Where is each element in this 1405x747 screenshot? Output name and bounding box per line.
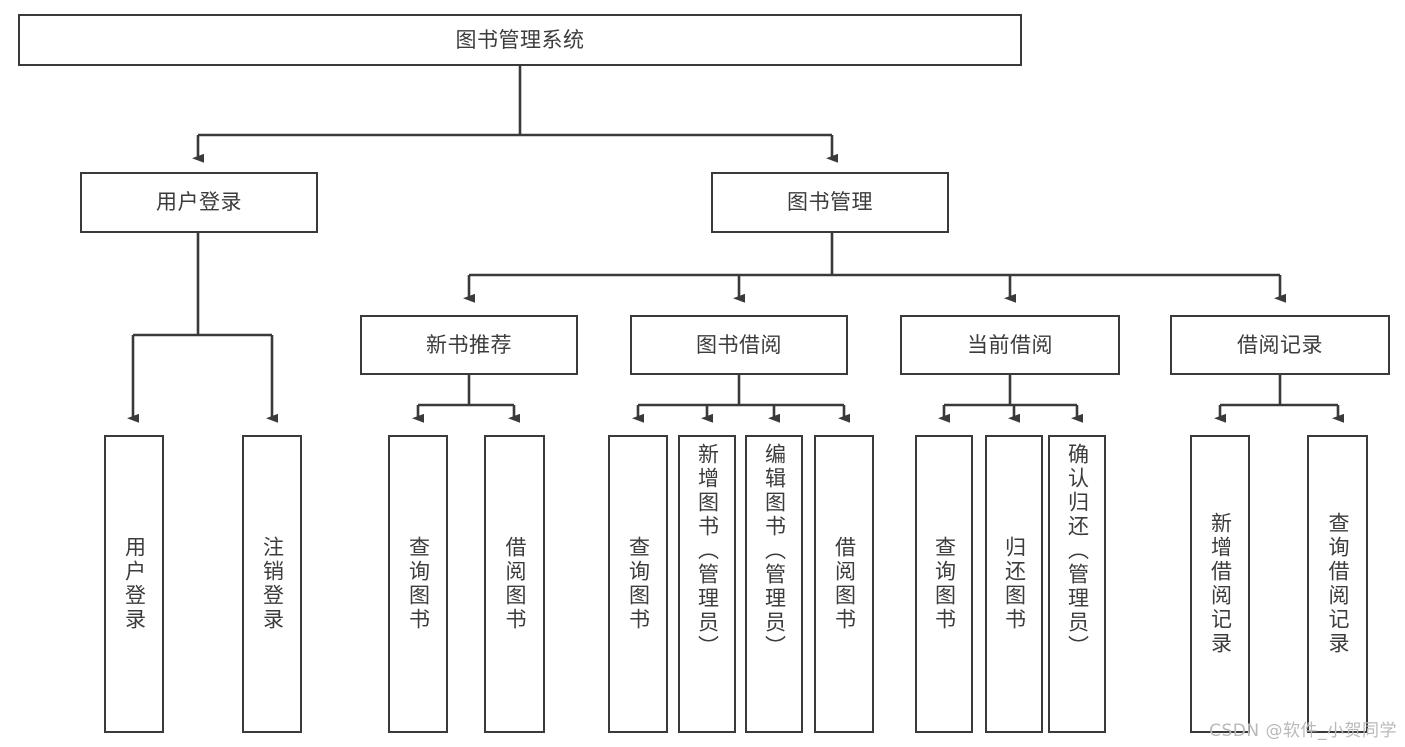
node-user-login[interactable]: 用户登录 [80, 172, 318, 233]
node-book-management[interactable]: 图书管理 [711, 172, 949, 233]
node-label: 用户登录 [156, 190, 242, 215]
node-label: 注销登录 [260, 536, 285, 632]
node-leaf-query-book-borrow[interactable]: 查询图书 [608, 435, 668, 733]
node-label: 用户登录 [122, 536, 147, 632]
node-leaf-edit-book-admin[interactable]: 编辑图书（管理员） [745, 435, 803, 733]
node-leaf-query-borrow-record[interactable]: 查询借阅记录 [1307, 435, 1368, 733]
node-label: 借阅图书 [832, 536, 857, 632]
node-borrow-record[interactable]: 借阅记录 [1170, 315, 1390, 375]
node-label: 新增借阅记录 [1208, 512, 1233, 656]
node-label: 图书管理系统 [455, 27, 585, 52]
node-leaf-confirm-return-admin[interactable]: 确认归还（管理员） [1048, 435, 1106, 733]
node-label: 编辑图书（管理员） [762, 443, 787, 659]
node-leaf-query-book-recommend[interactable]: 查询图书 [388, 435, 448, 733]
watermark: CSDN @软件_小贺同学 [1209, 721, 1397, 741]
node-book-borrow[interactable]: 图书借阅 [630, 315, 848, 375]
node-label: 新增图书（管理员） [695, 443, 720, 659]
node-label: 图书借阅 [696, 332, 782, 357]
node-leaf-borrow-book[interactable]: 借阅图书 [814, 435, 874, 733]
node-root-book-management-system[interactable]: 图书管理系统 [18, 14, 1022, 66]
node-leaf-return-book[interactable]: 归还图书 [985, 435, 1043, 733]
node-label: 新书推荐 [426, 332, 512, 357]
node-leaf-query-book-current[interactable]: 查询图书 [915, 435, 973, 733]
node-leaf-user-login[interactable]: 用户登录 [104, 435, 164, 733]
node-label: 查询借阅记录 [1326, 512, 1350, 656]
node-leaf-logout[interactable]: 注销登录 [242, 435, 302, 733]
node-new-book-recommend[interactable]: 新书推荐 [360, 315, 578, 375]
node-leaf-borrow-book-recommend[interactable]: 借阅图书 [484, 435, 545, 733]
node-label: 当前借阅 [967, 332, 1053, 357]
node-label: 图书管理 [787, 190, 873, 215]
node-label: 查询图书 [406, 536, 431, 632]
node-label: 确认归还（管理员） [1065, 443, 1090, 659]
node-label: 查询图书 [932, 536, 957, 632]
node-current-borrow[interactable]: 当前借阅 [900, 315, 1120, 375]
node-leaf-add-borrow-record[interactable]: 新增借阅记录 [1190, 435, 1250, 733]
node-leaf-add-book-admin[interactable]: 新增图书（管理员） [678, 435, 736, 733]
node-label: 查询图书 [626, 536, 651, 632]
node-label: 借阅图书 [503, 536, 527, 632]
node-label: 归还图书 [1002, 536, 1027, 632]
node-label: 借阅记录 [1237, 332, 1323, 357]
